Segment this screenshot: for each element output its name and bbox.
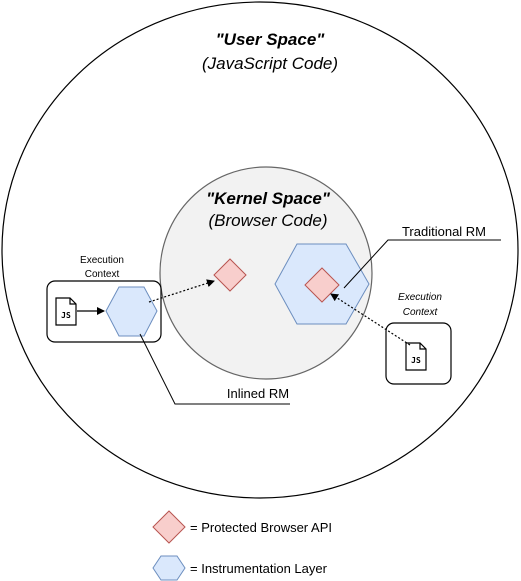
inlined-to-api-dotted-arrow: [148, 279, 215, 303]
traditional-rm-callout-line: [343, 239, 501, 289]
user-space-title: "User Space": [216, 30, 326, 49]
right-context-label-line1: Execution: [398, 292, 442, 303]
inlined-rm-label: Inlined RM: [227, 386, 289, 401]
right-js-label: JS: [411, 356, 421, 365]
left-context-label-line1: Execution: [80, 255, 124, 266]
left-context-label-line2: Context: [85, 269, 120, 280]
left-js-label: JS: [61, 311, 71, 320]
inlined-rm-hexagon: [105, 286, 158, 337]
legend-hexagon-icon: [152, 555, 186, 581]
user-space-subtitle: (JavaScript Code): [202, 54, 338, 73]
right-context-label-line2: Context: [403, 307, 439, 318]
inlined-rm-callout-line: [139, 333, 290, 405]
legend-instrumentation-label: = Instrumentation Layer: [190, 561, 328, 576]
legend-protected-api-label: = Protected Browser API: [190, 520, 332, 535]
protected-api-diamond: [213, 258, 247, 292]
left-js-file-icon: [55, 297, 77, 326]
legend-diamond-icon: [152, 510, 186, 544]
kernel-space-circle: [159, 166, 373, 380]
traditional-rm-label: Traditional RM: [402, 224, 486, 239]
kernel-space-subtitle: (Browser Code): [208, 211, 327, 230]
kernel-space-title: "Kernel Space": [206, 189, 331, 208]
right-js-file-icon: [405, 342, 427, 371]
